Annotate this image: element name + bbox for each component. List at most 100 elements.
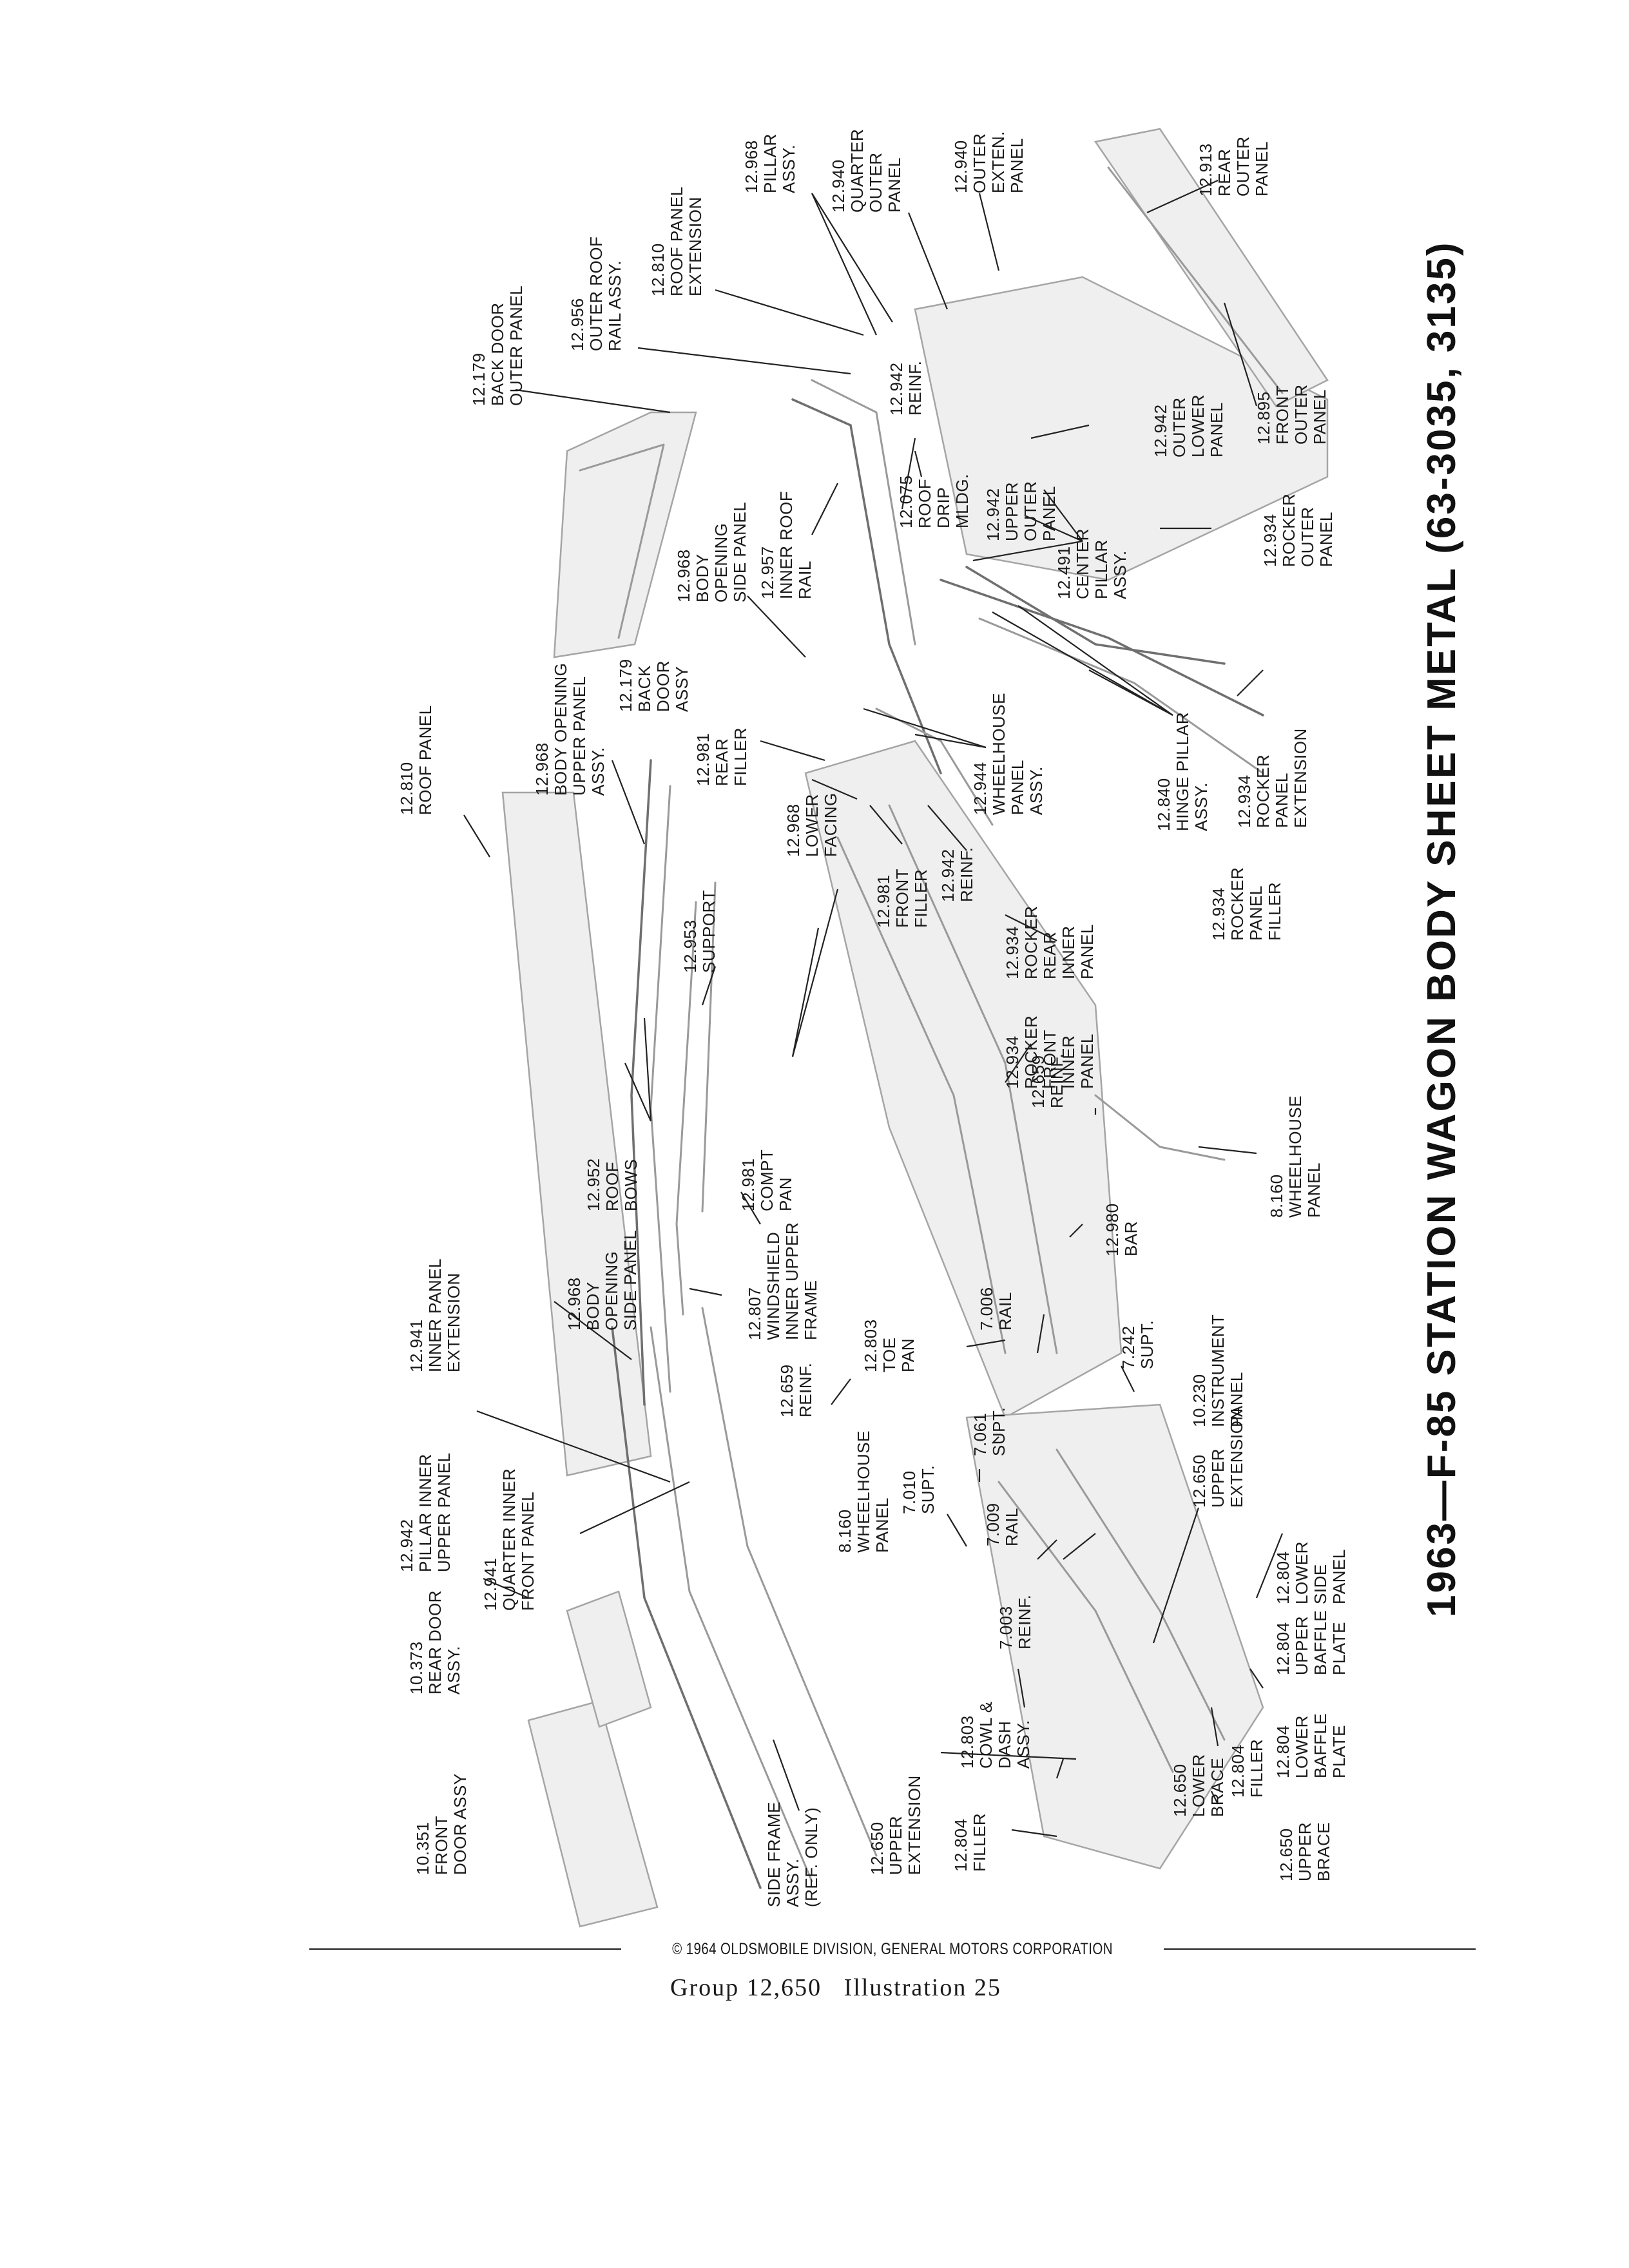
callout-line: EXTENSION bbox=[905, 1775, 924, 1875]
callout-supt-7061: 7.061SUPT. bbox=[970, 1407, 1008, 1456]
callout-line: 12.968 bbox=[532, 742, 552, 796]
callout-line: 12.941 bbox=[481, 1557, 500, 1611]
callout-line: PANEL bbox=[1207, 402, 1226, 457]
callout-line: 12.934 bbox=[1235, 774, 1254, 828]
callout-front-outer-panel: 12.895FRONTOUTERPANEL bbox=[1254, 385, 1329, 445]
callout-line: 7.003 bbox=[996, 1606, 1016, 1649]
callout-line: DOOR bbox=[653, 660, 673, 712]
callout-line: 12.804 bbox=[1273, 1622, 1293, 1675]
callout-line: 12.075 bbox=[896, 475, 916, 528]
callout-line: 12.956 bbox=[568, 298, 587, 351]
callout-line: FILLER bbox=[970, 1813, 989, 1872]
callout-line: OUTER ROOF bbox=[586, 236, 606, 351]
callout-line: 12.659 bbox=[1028, 1055, 1048, 1108]
callout-line: FRONT bbox=[1040, 1030, 1059, 1089]
callout-line: 12.650 bbox=[1190, 1454, 1209, 1508]
callout-line: UPPER PANEL bbox=[434, 1452, 454, 1572]
callout-line: FRAME bbox=[801, 1280, 820, 1341]
callout-line: PANEL bbox=[1007, 138, 1027, 193]
callout-line: REINF. bbox=[796, 1363, 815, 1418]
callout-line: 12.895 bbox=[1254, 391, 1273, 445]
callout-line: INNER PANEL bbox=[425, 1258, 445, 1372]
callout-line: SIDE PANEL bbox=[621, 1230, 640, 1331]
callout-line: REINF. bbox=[1015, 1595, 1034, 1649]
callout-outer-roof-rail-assy: 12.956OUTER ROOFRAIL ASSY. bbox=[568, 236, 624, 351]
callout-line: SUPPORT bbox=[699, 890, 718, 973]
callout-upper-extension-right: 12.650UPPEREXTENSION bbox=[1190, 1408, 1246, 1508]
callout-line: 12.810 bbox=[648, 243, 668, 296]
callout-line: PLATE bbox=[1329, 1622, 1349, 1675]
callout-body-opening-side-panel-front: 12.968BODYOPENINGSIDE PANEL bbox=[564, 1230, 640, 1331]
callout-line: PLATE bbox=[1329, 1725, 1349, 1778]
callout-wheelhouse-panel-left: 8.160WHEELHOUSEPANEL bbox=[835, 1430, 892, 1553]
outer-panels-shape bbox=[914, 276, 1329, 581]
callout-line: LOWER bbox=[1292, 1541, 1311, 1604]
callout-line: 12.968 bbox=[742, 140, 761, 193]
callout-roof-panel: 12.810ROOF PANEL bbox=[397, 705, 435, 815]
callout-body-opening-upper-panel: 12.968BODY OPENINGUPPER PANELASSY. bbox=[532, 663, 608, 796]
callout-line: OUTER bbox=[970, 133, 989, 194]
callout-line: HINGE PILLAR bbox=[1173, 712, 1192, 831]
callout-line: FRONT PANEL bbox=[518, 1492, 537, 1611]
callout-outer-exten-panel: 12.940OUTEREXTEN.PANEL bbox=[951, 131, 1027, 193]
callout-rocker-front-inner-panel: 12.934ROCKERFRONTINNERPANEL bbox=[1003, 1015, 1097, 1089]
callout-line: EXTEN. bbox=[988, 131, 1008, 193]
callout-line: FRONT bbox=[892, 869, 912, 928]
floor-pan-shape bbox=[804, 740, 1123, 1419]
callout-line: 12.940 bbox=[829, 159, 848, 213]
callout-line: PILLAR bbox=[1092, 539, 1111, 599]
callout-filler-12804-left: 12.804FILLER bbox=[951, 1813, 989, 1872]
callout-line: QUARTER INNER bbox=[499, 1468, 519, 1611]
callout-rail-7006: 7.006RAIL bbox=[977, 1287, 1015, 1331]
callout-line: PANEL bbox=[1077, 924, 1097, 979]
callout-lower-facing: 12.968LOWERFACING bbox=[784, 793, 840, 857]
group-label: Group 12,650 bbox=[670, 1974, 822, 2001]
callout-line: 12.179 bbox=[616, 658, 635, 712]
callout-line: PANEL bbox=[1227, 1372, 1246, 1427]
callout-line: PANEL bbox=[872, 1497, 892, 1553]
back-door-shape bbox=[553, 411, 697, 658]
callout-line: REAR bbox=[712, 738, 731, 786]
callout-line: REAR DOOR bbox=[425, 1590, 445, 1695]
callout-line: FRONT bbox=[432, 1816, 451, 1875]
callout-line: 12.491 bbox=[1054, 546, 1074, 599]
callout-upper-extension-left: 12.650UPPEREXTENSION bbox=[867, 1775, 924, 1875]
callout-line: 12.179 bbox=[469, 352, 488, 406]
callout-line: 12.934 bbox=[1003, 1035, 1022, 1089]
callout-line: REAR bbox=[1040, 932, 1059, 979]
callout-line: BODY OPENING bbox=[551, 663, 570, 796]
callout-line: ROOF bbox=[915, 479, 934, 528]
callout-line: ASSY. bbox=[444, 1646, 463, 1695]
callout-roof-bows: 12.952ROOFBOWS bbox=[584, 1158, 641, 1211]
callout-line: PANEL bbox=[1329, 1549, 1349, 1604]
callout-line: 12.934 bbox=[1260, 514, 1280, 567]
callout-compt-pan: 12.981COMPTPAN bbox=[738, 1149, 795, 1211]
callout-line: 12.807 bbox=[745, 1287, 764, 1340]
callout-line: WHEELHOUSE bbox=[854, 1430, 873, 1553]
callout-line: COMPT bbox=[757, 1149, 776, 1211]
callout-rear-door-assy: 10.373REAR DOORASSY. bbox=[407, 1590, 463, 1695]
callout-supt-7242: 7.242SUPT. bbox=[1119, 1320, 1157, 1369]
callout-line: ROCKER bbox=[1279, 494, 1298, 567]
callout-line: INNER UPPER bbox=[782, 1222, 802, 1340]
callout-line: 12.942 bbox=[983, 488, 1003, 541]
callout-line: INNER bbox=[1059, 1035, 1078, 1089]
callout-rocker-panel-filler: 12.934ROCKERPANELFILLER bbox=[1209, 867, 1284, 941]
callout-line: ROCKER bbox=[1021, 1015, 1041, 1089]
callout-line: 12.934 bbox=[1209, 887, 1228, 941]
callout-rocker-rear-inner-panel: 12.934ROCKERREARINNERPANEL bbox=[1003, 906, 1097, 979]
callout-line: REAR bbox=[1215, 149, 1234, 197]
callout-line: ROOF PANEL bbox=[416, 705, 435, 815]
callout-line: FACING bbox=[821, 793, 840, 857]
callout-line: ASSY. bbox=[783, 1858, 802, 1907]
callout-line: ASSY. bbox=[1014, 1720, 1033, 1769]
callout-line: LOWER bbox=[1188, 394, 1208, 457]
callout-front-door-assy: 10.351FRONTDOOR ASSY bbox=[413, 1773, 470, 1875]
callout-hinge-pillar-assy: 12.840HINGE PILLARASSY. bbox=[1154, 712, 1211, 831]
callout-line: 7.006 bbox=[977, 1287, 996, 1331]
rear-outer-panel-shape bbox=[1094, 128, 1329, 407]
callout-rail-7009: 7.009RAIL bbox=[983, 1503, 1021, 1546]
callout-line: ROCKER bbox=[1253, 754, 1273, 828]
callout-line: FILLER bbox=[911, 869, 930, 928]
